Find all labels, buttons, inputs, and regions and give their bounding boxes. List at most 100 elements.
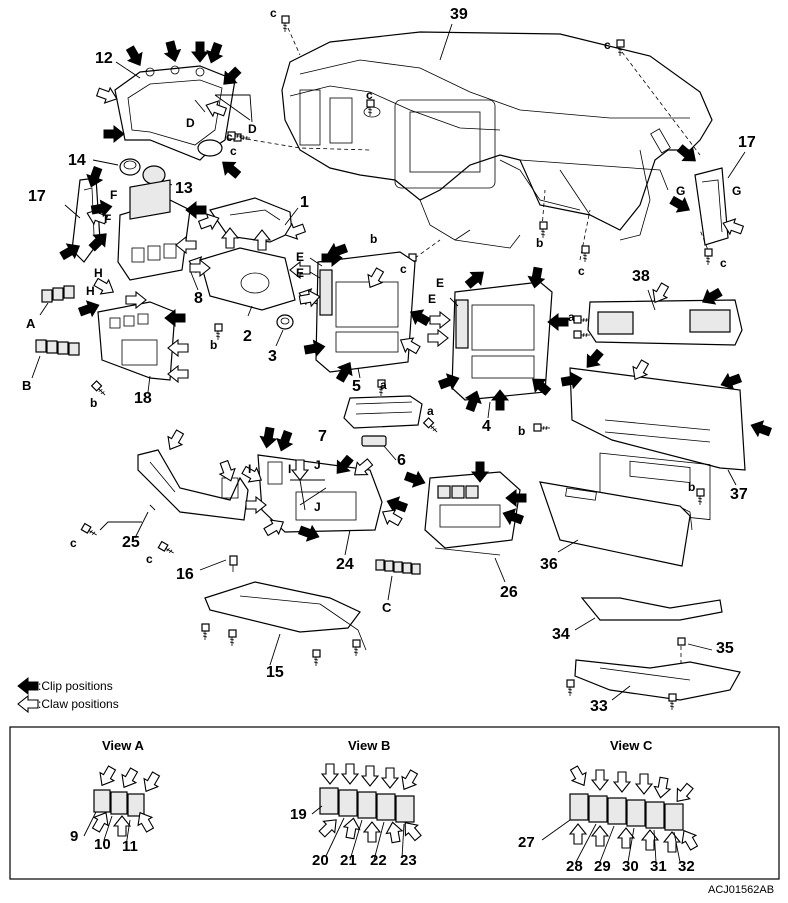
- fastener-letter-b-3: b: [210, 338, 218, 352]
- view-a-part-9: 9: [70, 828, 79, 845]
- part-number-34: 34: [552, 626, 570, 643]
- column-cover-1: [209, 197, 293, 243]
- cluster-bezel-12: [114, 65, 236, 161]
- fastener-b-lower-left: [91, 380, 109, 398]
- view-letter-b: B: [22, 378, 32, 393]
- legend: :Clip positions :Claw positions: [17, 677, 119, 713]
- view-letter-g-2: G: [732, 184, 742, 198]
- fastener-a-center: [573, 315, 591, 324]
- part-number-4: 4: [482, 418, 491, 435]
- lower-center-panel-24: [257, 454, 383, 533]
- glove-box-36: [539, 481, 693, 567]
- fastener-c-knee-1: [80, 522, 100, 539]
- fastener-letter-b-6: b: [688, 480, 696, 494]
- fastener-letter-b-4: b: [90, 396, 98, 410]
- switch-group-a: [41, 285, 75, 303]
- view-c-title: View C: [610, 738, 653, 753]
- view-letter-a: A: [26, 316, 36, 331]
- view-letter-f-2: F: [104, 212, 112, 226]
- part-number-13: 13: [175, 180, 193, 197]
- view-c-part-32: 32: [678, 858, 695, 875]
- switch-group-c: [375, 559, 421, 575]
- center-vent-8: [117, 179, 191, 281]
- view-letter-f-1: F: [110, 188, 118, 202]
- fastener-a-audio-2: [423, 417, 441, 435]
- switch-group-b: [35, 339, 80, 356]
- view-letter-d-left: D: [186, 116, 195, 130]
- view-letter-i-2: I: [288, 462, 292, 476]
- view-a-part-10: 10: [94, 836, 111, 853]
- center-panel-5: [315, 251, 416, 373]
- fastener-letter-c-6: c: [578, 264, 585, 278]
- part-number-7: 7: [318, 428, 327, 445]
- view-a-part-11: 11: [122, 838, 138, 855]
- part-number-15: 15: [266, 664, 284, 681]
- view-b: View B: [311, 738, 425, 861]
- fastener-letter-a-2: a: [380, 378, 387, 392]
- fastener-letter-c-cluster: c: [226, 130, 233, 144]
- view-letter-e-1: E: [296, 250, 305, 264]
- view-a-title: View A: [102, 738, 145, 753]
- part-number-25: 25: [122, 534, 140, 551]
- clip-16: [229, 555, 238, 572]
- part-number-33: 33: [590, 698, 608, 715]
- part-number-16: 16: [176, 566, 194, 583]
- switch-6: [361, 435, 387, 447]
- part-14-knob: [119, 158, 141, 176]
- view-letter-e-2: E: [296, 266, 305, 280]
- fastener-letter-c-1: c: [270, 6, 277, 20]
- view-b-part-23: 23: [400, 852, 417, 869]
- view-detail-box: [9, 726, 780, 880]
- clip-35: [677, 637, 686, 665]
- legend-clip-icon: [17, 677, 39, 695]
- fastener-b-glove-frame: [533, 423, 551, 432]
- part-number-5: 5: [352, 378, 361, 395]
- hvac-control-26: [424, 471, 521, 556]
- part-number-37: 37: [730, 486, 748, 503]
- part-number-14: 14: [68, 152, 86, 169]
- lower-cover-15: [201, 581, 367, 667]
- view-a: View A: [83, 738, 164, 847]
- view-letter-g-1: G: [676, 184, 686, 198]
- part-number-6: 6: [397, 452, 406, 469]
- figure-code: ACJ01562AB: [708, 884, 775, 896]
- view-b-part-21: 21: [340, 852, 357, 869]
- fastener-letter-c-2: c: [604, 38, 611, 52]
- part-number-38: 38: [632, 268, 650, 285]
- view-letter-i-1: I: [248, 462, 252, 476]
- part-number-8: 8: [194, 290, 203, 307]
- fastener-c-top-left: [281, 15, 290, 33]
- glove-box-frame-37: [569, 367, 746, 521]
- view-c-part-27: 27: [518, 834, 535, 851]
- view-c: View C: [541, 738, 702, 863]
- part-number-26: 26: [500, 584, 518, 601]
- view-c-part-31: 31: [650, 858, 667, 875]
- view-letter-h-1: H: [94, 266, 103, 280]
- knee-panel-25-arrows: [162, 427, 239, 485]
- view-letter-d-right: D: [248, 122, 257, 136]
- part-number-36: 36: [540, 556, 558, 573]
- fastener-letter-c-5: c: [400, 262, 407, 276]
- fastener-letter-b-1: b: [370, 232, 378, 246]
- fastener-c-right: [704, 248, 713, 266]
- right-vent-38: [587, 299, 743, 346]
- view-c-part-29: 29: [594, 858, 611, 875]
- fastener-c-lower-right: [581, 245, 590, 263]
- fastener-b-glove-frame-2: [696, 488, 705, 506]
- fastener-letter-a-3: a: [427, 404, 434, 418]
- fastener-letter-a-1: a: [568, 310, 575, 324]
- part-number-39: 39: [450, 6, 468, 23]
- fastener-letter-c-4: c: [230, 144, 237, 158]
- part-number-18: 18: [134, 390, 152, 407]
- view-letter-e-3: E: [436, 276, 445, 290]
- view-b-part-19: 19: [290, 806, 307, 823]
- fastener-letter-c-8: c: [70, 536, 77, 550]
- part-number-24: 24: [336, 556, 354, 573]
- legend-clip-label: :Clip positions: [38, 679, 113, 693]
- view-b-part-20: 20: [312, 852, 329, 869]
- fastener-a-right-vent: [573, 330, 591, 339]
- instrument-panel-39: [281, 31, 713, 249]
- fastener-letter-c-3: c: [366, 88, 373, 102]
- view-b-title: View B: [348, 738, 390, 753]
